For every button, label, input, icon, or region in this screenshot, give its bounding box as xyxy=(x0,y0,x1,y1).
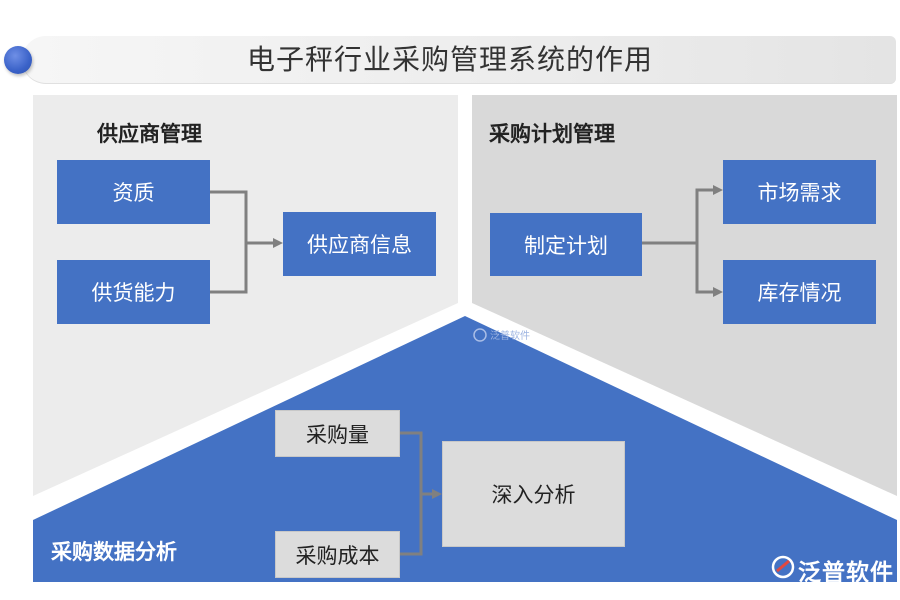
logo-url: www.fanpusoft.com xyxy=(796,582,900,593)
watermark-text: 泛普软件 xyxy=(490,329,530,342)
supplier-section-title: 供应商管理 xyxy=(97,122,202,146)
plan-section-title: 采购计划管理 xyxy=(489,122,615,146)
supplier-connector xyxy=(210,190,274,294)
page-title: 电子秤行业采购管理系统的作用 xyxy=(246,43,653,76)
logo-icon xyxy=(771,555,795,579)
supplier-output-info: 供应商信息 xyxy=(283,212,436,276)
plan-output-market-demand: 市场需求 xyxy=(723,160,876,224)
plan-arrow-bottom-icon xyxy=(713,287,723,297)
logo-name: 泛普软件 xyxy=(798,560,894,586)
plan-connector xyxy=(642,188,714,294)
plan-output-inventory: 库存情况 xyxy=(723,260,876,324)
analysis-connector xyxy=(400,431,433,556)
title-bar xyxy=(22,36,896,84)
watermark-icon xyxy=(473,328,487,342)
analysis-input-cost: 采购成本 xyxy=(275,531,400,578)
plan-arrow-top-icon xyxy=(713,185,723,195)
supplier-input-qualification: 资质 xyxy=(57,160,210,224)
title-bullet-icon xyxy=(4,46,32,74)
supplier-arrow-icon xyxy=(273,238,283,248)
plan-input-make-plan: 制定计划 xyxy=(490,213,642,276)
analysis-output-deep-analysis: 深入分析 xyxy=(442,441,625,547)
analysis-section-title: 采购数据分析 xyxy=(51,540,177,564)
analysis-arrow-icon xyxy=(432,489,442,499)
analysis-input-volume: 采购量 xyxy=(275,410,400,457)
supplier-input-capacity: 供货能力 xyxy=(57,260,210,324)
